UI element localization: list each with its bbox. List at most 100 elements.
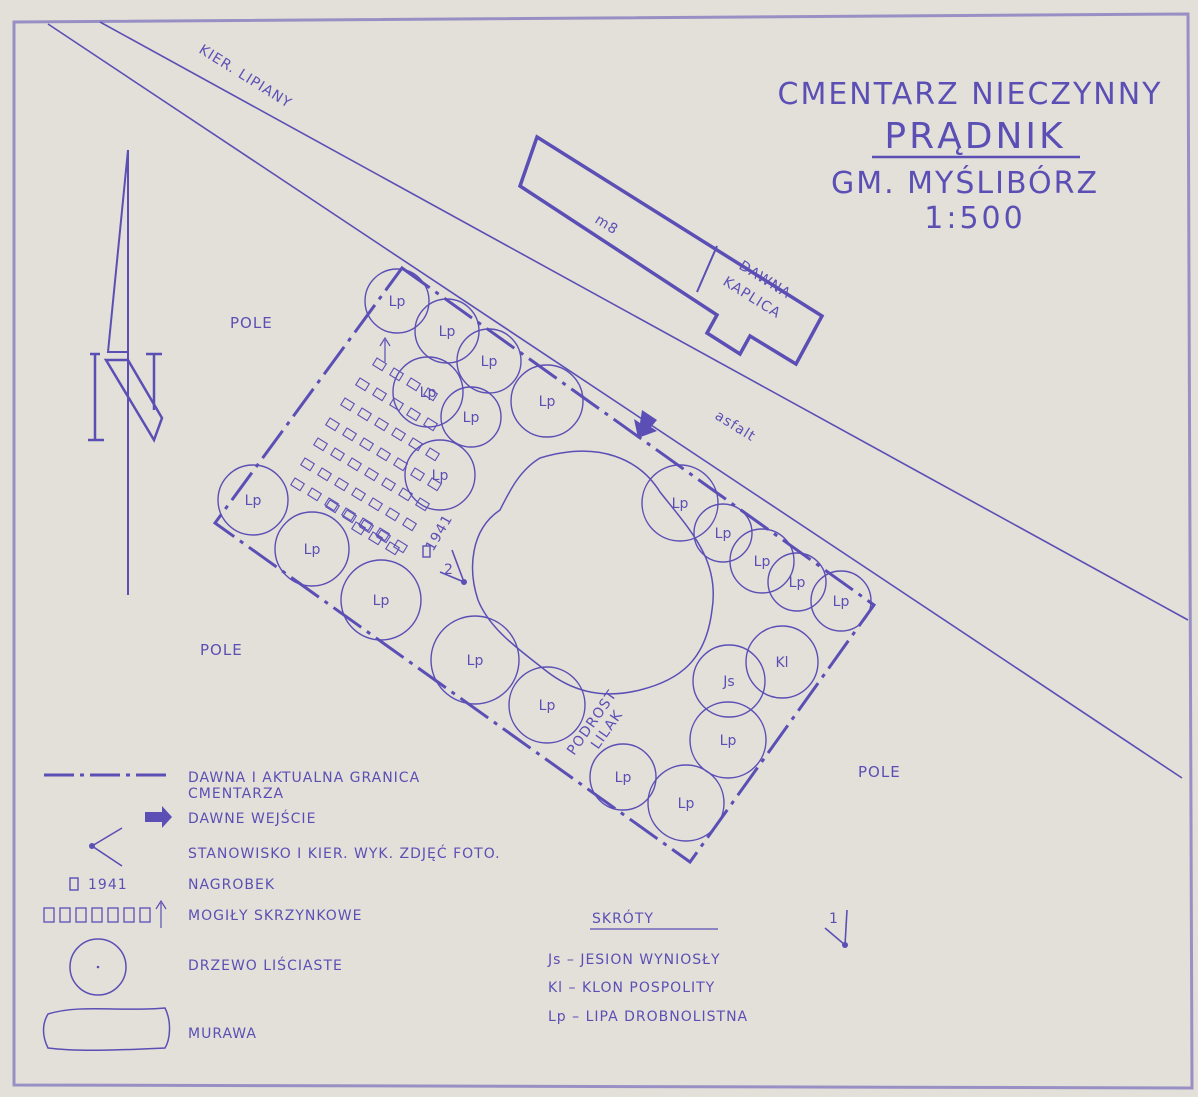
tree-label: Lp: [615, 770, 632, 786]
legend-grave-label: NAGROBEK: [188, 877, 275, 893]
tree: Lp: [217, 464, 289, 536]
box-grave: [313, 437, 329, 452]
tree-crown: [641, 464, 719, 542]
box-grave: [372, 387, 388, 402]
box-grave: [351, 487, 367, 502]
box-grave: [410, 467, 426, 482]
tree-crown: [340, 559, 422, 641]
legend-box-graves-label: MOGIŁY SKRZYNKOWE: [188, 908, 362, 924]
legend-box-graves-symbol: [43, 907, 151, 923]
tree: Lp: [430, 615, 520, 705]
box-grave: [368, 531, 384, 546]
box-grave: [376, 447, 392, 462]
tree-label: Lp: [389, 294, 406, 310]
legend-photo-symbol: [90, 827, 123, 867]
tree-label: Lp: [439, 324, 456, 340]
box-grave: [368, 497, 384, 512]
box-grave: [330, 447, 346, 462]
grave-marker: [422, 545, 431, 558]
north-arrow: N: [88, 149, 164, 595]
abbreviation-js: Js – JESION WYNIOSŁY: [547, 952, 721, 968]
legend: DAWNA I AKTUALNA GRANICA CMENTARZA DAWNE…: [42, 770, 501, 1052]
box-grave: [325, 499, 341, 514]
box-grave: [341, 507, 357, 522]
box-grave: [372, 357, 388, 372]
tree-label: Lp: [539, 394, 556, 410]
tree-label: Lp: [678, 796, 695, 812]
tree-crown: [689, 701, 767, 779]
tree-crown: [810, 570, 872, 632]
tree-label: Lp: [304, 542, 321, 558]
tree: Lp: [589, 743, 657, 811]
field-label-2: POLE: [200, 641, 243, 659]
legend-box-grave: [91, 907, 103, 923]
tree-label: Lp: [672, 496, 689, 512]
road-edge-south: [47, 23, 1183, 779]
tree: Lp: [767, 552, 827, 612]
legend-box-grave: [107, 907, 119, 923]
trees: LpLpLpLpLpLpLpLpLpLpLpLpLpLpLpLpLpLpLpJs…: [217, 268, 872, 842]
legend-box-grave: [123, 907, 135, 923]
tree-crown: [510, 364, 584, 438]
title-line3: GM. MYŚLIBÓRZ: [831, 164, 1099, 201]
road-surface-label: asfalt: [712, 408, 758, 445]
tree: Lp: [508, 666, 586, 744]
legend-boundary-line2: CMENTARZA: [188, 786, 284, 802]
legend-boundary-line1: DAWNA I AKTUALNA GRANICA: [188, 770, 420, 786]
legend-lawn-label: MURAWA: [188, 1026, 257, 1042]
box-grave: [398, 487, 414, 502]
box-grave: [389, 397, 405, 412]
tree-label: Lp: [833, 594, 850, 610]
map-scale: 1:500: [924, 201, 1025, 236]
road-edge-north: [99, 21, 1189, 621]
legend-box-grave: [59, 907, 71, 923]
tree: Lp: [274, 511, 350, 587]
tree-crown: [745, 625, 819, 699]
box-grave: [408, 437, 424, 452]
abbreviation-kl: Kl – KLON POSPOLITY: [548, 980, 715, 996]
box-grave: [393, 539, 409, 554]
tree: Lp: [647, 764, 725, 842]
title-line2: PRĄDNIK: [884, 116, 1065, 157]
legend-photo-label: STANOWISKO I KIER. WYK. ZDJĘĆ FOTO.: [188, 844, 501, 862]
tree-crown: [693, 503, 753, 563]
tree-crown: [589, 743, 657, 811]
photo-station-2-label: 2: [444, 562, 454, 578]
box-grave: [359, 437, 375, 452]
legend-tree-symbol: [69, 938, 127, 996]
tree-crown: [647, 764, 725, 842]
box-grave: [425, 447, 441, 462]
box-grave: [385, 507, 401, 522]
box-grave: [290, 477, 306, 492]
grave-year: 1941: [423, 512, 457, 554]
tree-label: Lp: [539, 698, 556, 714]
tree: Js: [692, 644, 766, 718]
box-grave: [385, 541, 401, 556]
tree-label: Lp: [463, 410, 480, 426]
box-graves: [290, 357, 443, 556]
tree: Lp: [340, 559, 422, 641]
tree: Lp: [689, 701, 767, 779]
legend-entrance-label: DAWNE WEJŚCIE: [188, 809, 316, 827]
chapel-outline: [517, 134, 825, 367]
box-grave: [351, 521, 367, 536]
box-grave: [317, 467, 333, 482]
tree-crown: [508, 666, 586, 744]
legend-photo-dot: [89, 843, 95, 849]
legend-box-grave: [43, 907, 55, 923]
box-grave: [374, 417, 390, 432]
tree-label: Lp: [467, 653, 484, 669]
tree-crown: [692, 644, 766, 718]
tree-crown: [729, 528, 795, 594]
legend-box-graves-arrow: [155, 899, 167, 928]
box-grave: [375, 527, 391, 542]
tree-crown: [440, 386, 502, 448]
tree: Lp: [404, 439, 476, 511]
tree: Lp: [392, 356, 464, 428]
tree: Lp: [510, 364, 584, 438]
tree-crown: [767, 552, 827, 612]
tree-crown: [430, 615, 520, 705]
box-grave: [342, 427, 358, 442]
